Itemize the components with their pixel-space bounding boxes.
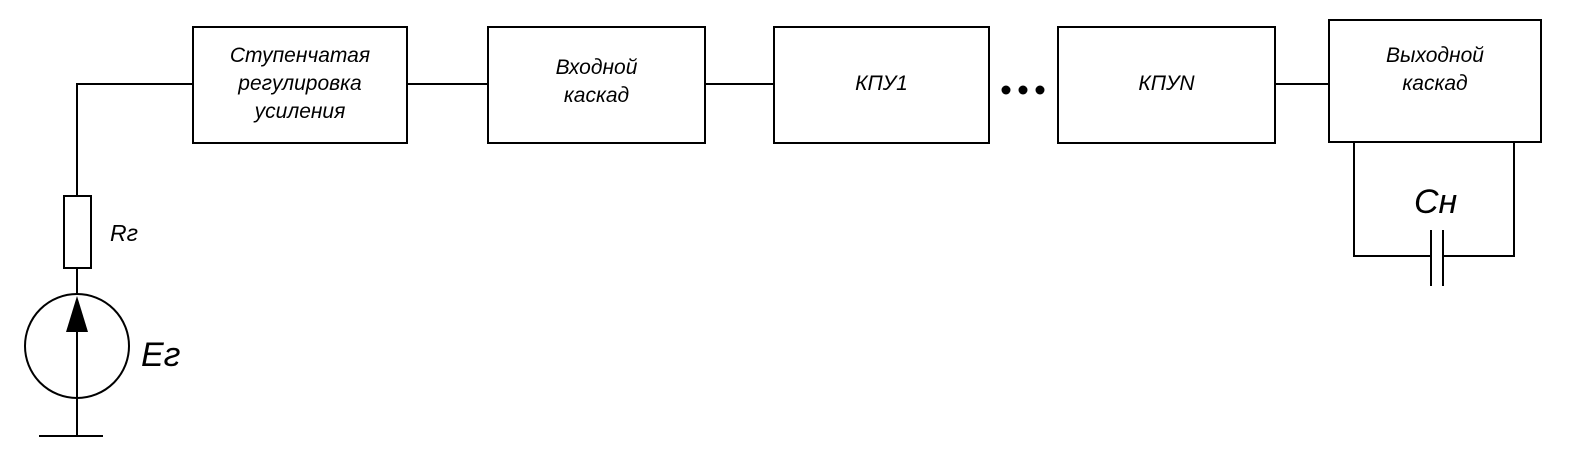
- output-stage-line-2: каскад: [1402, 72, 1468, 95]
- block-output-stage: [1328, 19, 1542, 143]
- block-input-stage: [487, 26, 706, 144]
- kpun-line-1: КПУN: [1138, 72, 1195, 95]
- input-stage-line-2: каскад: [563, 84, 630, 107]
- load-capacitor-label: Cн: [1414, 183, 1458, 221]
- block-gain-control-label: Ступенчатая регулировка усиления: [193, 42, 407, 126]
- block-kpun-label: КПУN: [1058, 70, 1275, 98]
- ellipsis-dot-2: [1018, 85, 1028, 95]
- block-kpu1: [773, 26, 990, 144]
- output-stage-line-1: Выходной: [1386, 44, 1484, 67]
- resistor-rg: [63, 195, 92, 269]
- block-kpu1-label: КПУ1: [774, 70, 989, 98]
- input-stage-line-1: Входной: [555, 56, 638, 79]
- block-kpun: [1057, 26, 1276, 144]
- ellipsis-dot-3: [1035, 85, 1045, 95]
- wire-load-loop-left: [1353, 142, 1431, 257]
- block-input-stage-label: Входной каскад: [488, 54, 705, 110]
- wire-input: [76, 83, 193, 196]
- ellipsis-dot-1: [1001, 85, 1011, 95]
- source-label: Eг: [141, 336, 181, 374]
- kpu1-line-1: КПУ1: [855, 72, 908, 95]
- block-gain-control: [192, 26, 408, 144]
- block-output-stage-label: Выходной каскад: [1329, 42, 1541, 98]
- wire-load-loop-right: [1443, 142, 1515, 257]
- source-arrow-icon: [66, 296, 88, 332]
- gain-control-line-3: усиления: [254, 100, 346, 123]
- gain-control-line-2: регулировка: [238, 72, 362, 95]
- resistor-label: Rг: [110, 220, 138, 246]
- gain-control-line-1: Ступенчатая: [229, 44, 371, 67]
